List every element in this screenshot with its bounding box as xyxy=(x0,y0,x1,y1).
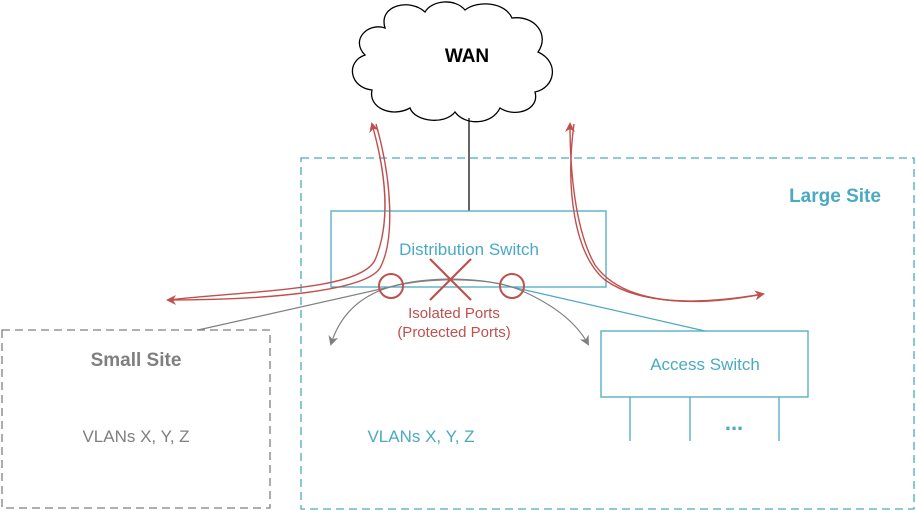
large-site-vlans: VLANs X, Y, Z xyxy=(367,427,474,446)
access-switch-more-ports: ... xyxy=(725,410,743,435)
traffic-arrow-right-down xyxy=(570,123,765,302)
small-site-label: Small Site xyxy=(91,350,182,371)
small-site-boundary xyxy=(1,329,271,509)
small-site-vlans: VLANs X, Y, Z xyxy=(82,427,189,446)
distribution-switch-label: Distribution Switch xyxy=(399,240,539,259)
wan-cloud xyxy=(351,1,554,123)
large-site-label: Large Site xyxy=(789,186,881,207)
protected-ports-label: (Protected Ports) xyxy=(397,324,510,341)
traffic-arrow-left-up xyxy=(167,122,386,301)
isolated-port-left xyxy=(378,273,404,299)
small-site-link xyxy=(197,286,391,331)
blocked-path-arrow-right xyxy=(389,279,589,346)
distribution-switch xyxy=(330,210,607,288)
isolated-ports-label: Isolated Ports xyxy=(408,305,500,322)
wan-label: WAN xyxy=(445,46,489,67)
access-switch-label: Access Switch xyxy=(650,355,760,374)
blocked-x-icon xyxy=(429,258,472,301)
traffic-arrow-left-down xyxy=(166,123,391,305)
access-switch xyxy=(600,330,809,398)
isolated-port-right xyxy=(499,273,525,299)
large-site-boundary xyxy=(300,157,915,510)
access-switch-link xyxy=(511,286,706,332)
